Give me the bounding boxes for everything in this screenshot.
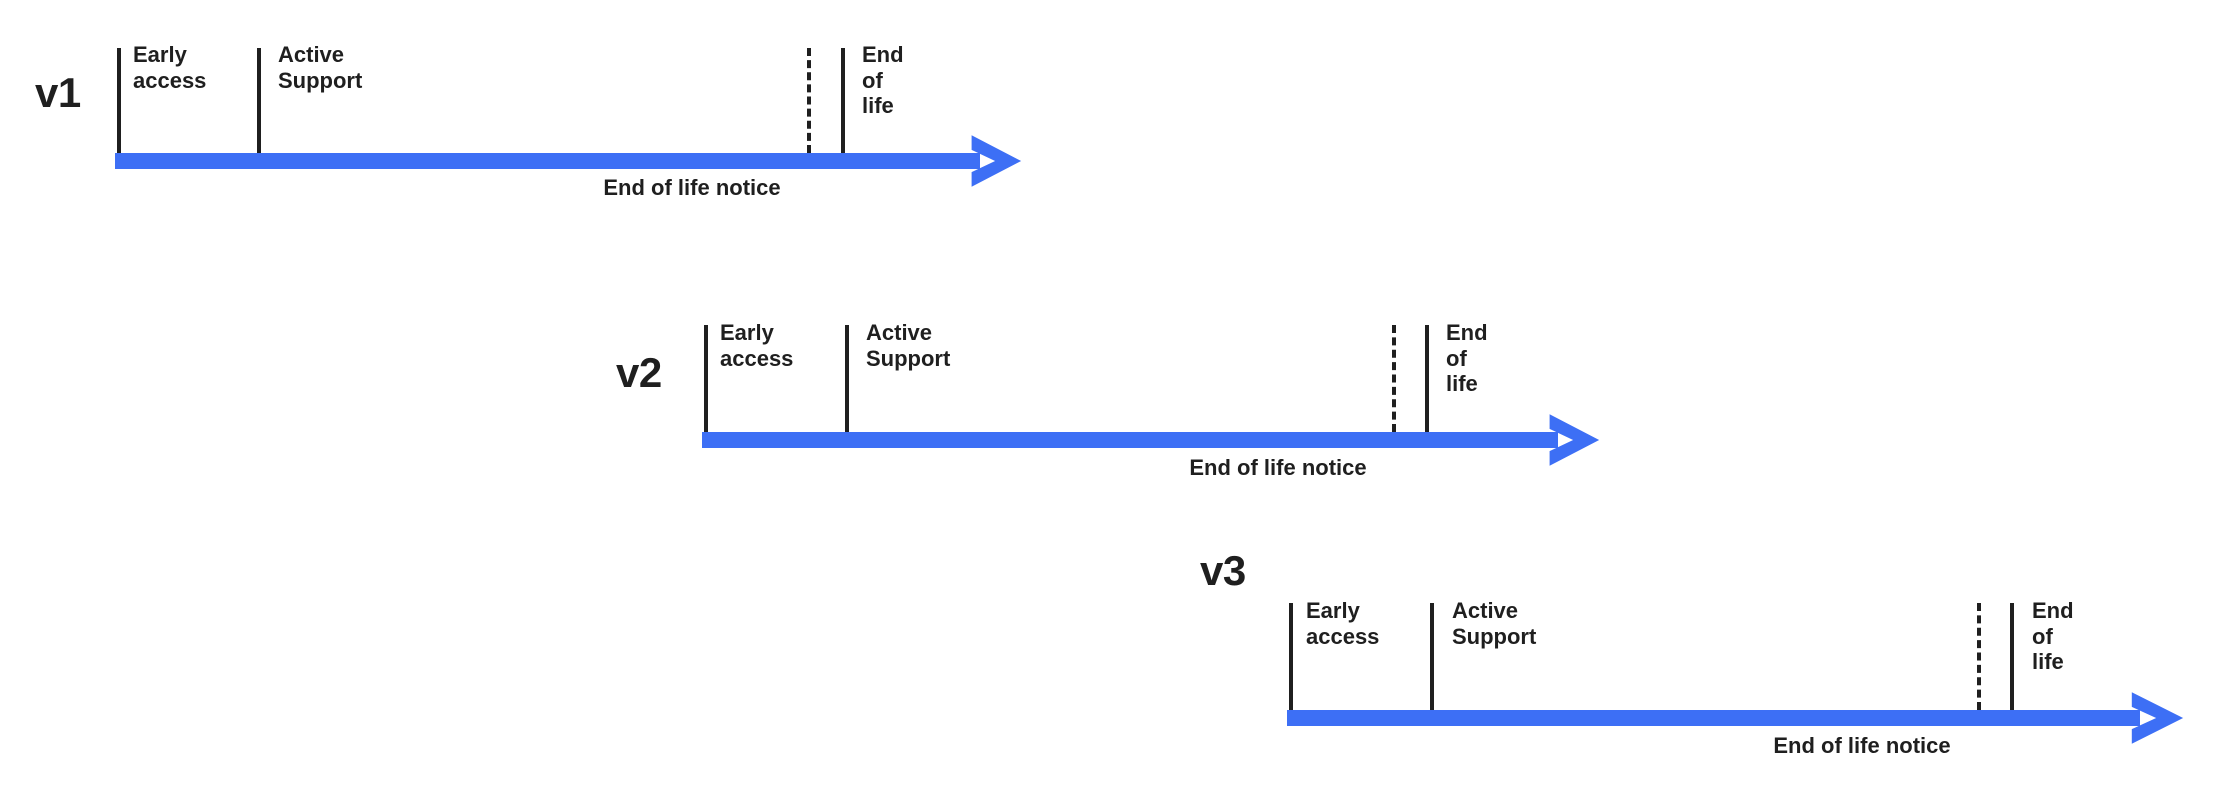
timeline-arrow-v2 (1544, 409, 1600, 471)
end-of-life-notice-label-v2: End of life notice (1189, 455, 1367, 480)
version-label-v1: v1 (35, 69, 81, 116)
end-of-life-notice-marker-v2 (1392, 325, 1396, 432)
phase-divider-v3-2 (2010, 603, 2014, 710)
end-of-life-notice-label-v3: End of life notice (1773, 733, 1951, 758)
phase-label-v1-early-access: Early access (133, 42, 207, 93)
phase-label-v3-end-of-life: End of life (2032, 598, 2074, 675)
timeline-arrow-v1 (966, 130, 1022, 192)
end-of-life-notice-marker-v3 (1977, 603, 1981, 710)
timeline-bar-v1 (115, 153, 980, 169)
phase-label-v2-early-access: Early access (720, 320, 794, 371)
phase-label-v3-early-access: Early access (1306, 598, 1380, 649)
phase-label-v2-active-support: Active Support (866, 320, 951, 371)
phase-divider-v1-0 (117, 48, 121, 153)
phase-divider-v3-0 (1289, 603, 1293, 710)
phase-label-v2-end-of-life: End of life (1446, 320, 1488, 397)
phase-divider-v1-1 (257, 48, 261, 153)
timeline-bar-v2 (702, 432, 1558, 448)
version-label-v3: v3 (1200, 547, 1246, 594)
timeline-arrow-v3 (2126, 687, 2184, 749)
end-of-life-notice-label-v1: End of life notice (603, 175, 781, 200)
phase-label-v1-active-support: Active Support (278, 42, 363, 93)
phase-label-v1-end-of-life: End of life (862, 42, 904, 119)
phase-divider-v3-1 (1430, 603, 1434, 710)
phase-divider-v1-2 (841, 48, 845, 153)
phase-divider-v2-0 (704, 325, 708, 432)
timeline-bar-v3 (1287, 710, 2140, 726)
phase-divider-v2-1 (845, 325, 849, 432)
version-label-v2: v2 (616, 349, 662, 396)
phase-label-v3-active-support: Active Support (1452, 598, 1537, 649)
phase-divider-v2-2 (1425, 325, 1429, 432)
end-of-life-notice-marker-v1 (807, 48, 811, 153)
